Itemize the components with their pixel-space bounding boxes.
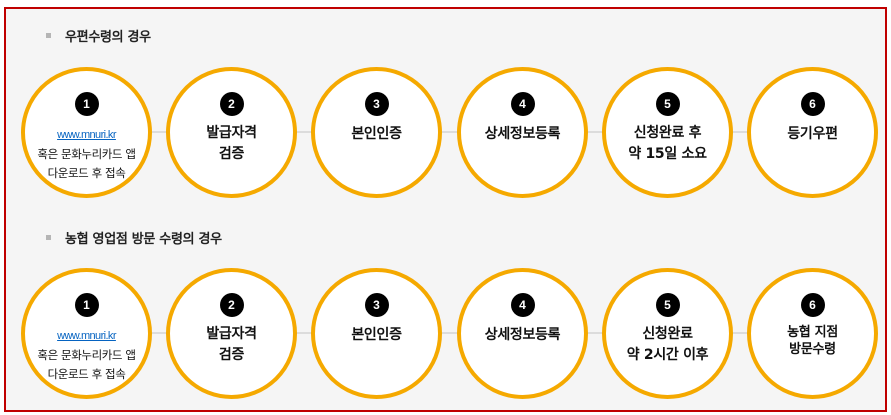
- step-label-line: 신청완료: [642, 326, 693, 342]
- step-5: 5 신청완료 약 2시간 이후: [602, 268, 733, 399]
- section-title-postal: 우편수령의 경우: [46, 26, 151, 45]
- step-label: 발급자격 검증: [160, 123, 303, 165]
- section-title-text: 우편수령의 경우: [65, 30, 151, 45]
- step-label: 상세정보등록: [451, 124, 594, 145]
- mnuri-link[interactable]: www.mnuri.kr: [57, 129, 116, 141]
- step-label-line: 약 15일 소요: [628, 146, 707, 162]
- step-number-badge: 5: [655, 92, 680, 116]
- step-3: 3 본인인증: [311, 67, 442, 198]
- step-label-line: 농협 지점: [787, 325, 838, 340]
- step-label-line: 발급자격: [206, 125, 257, 141]
- step-label: 본인인증: [305, 124, 448, 145]
- section-title-nonghyup: 농협 영업점 방문 수령의 경우: [46, 228, 222, 247]
- step-number-badge: 1: [74, 293, 99, 317]
- step-label: www.mnuri.kr 혹은 문화누리카드 앱 다운로드 후 접속: [13, 126, 160, 183]
- step-number-badge: 6: [800, 293, 825, 317]
- step-3: 3 본인인증: [311, 268, 442, 399]
- step-2: 2 발급자격 검증: [166, 67, 297, 198]
- step-label-line: 등기우편: [787, 126, 838, 142]
- bullet-square-icon: [46, 33, 51, 38]
- step-number-badge: 4: [510, 92, 535, 116]
- step-4: 4 상세정보등록: [457, 67, 588, 198]
- step-number-badge: 1: [74, 92, 99, 116]
- section-title-text: 농협 영업점 방문 수령의 경우: [65, 232, 222, 247]
- step-label-line: 본인인증: [351, 126, 402, 142]
- step-6: 6 농협 지점 방문수령: [747, 268, 878, 399]
- step-label-line: 상세정보등록: [484, 327, 561, 343]
- step-4: 4 상세정보등록: [457, 268, 588, 399]
- step-label-line: 본인인증: [351, 327, 402, 343]
- step-label-line: 약 2시간 이후: [626, 347, 709, 363]
- step-label: 본인인증: [305, 325, 448, 346]
- step-label-line: 발급자격: [206, 326, 257, 342]
- step-label: 발급자격 검증: [160, 324, 303, 366]
- step-number-badge: 3: [364, 293, 389, 317]
- step-label: 등기우편: [741, 124, 884, 145]
- mnuri-link[interactable]: www.mnuri.kr: [57, 330, 116, 342]
- step-label: 농협 지점 방문수령: [741, 324, 884, 358]
- step-label-line: 검증: [218, 347, 245, 363]
- bullet-square-icon: [46, 235, 51, 240]
- step-5: 5 신청완료 후 약 15일 소요: [602, 67, 733, 198]
- step-label-line: 상세정보등록: [484, 126, 561, 142]
- step-label-line: 방문수령: [789, 342, 836, 357]
- step-number-badge: 3: [364, 92, 389, 116]
- step-label: 상세정보등록: [451, 325, 594, 346]
- process-frame: 우편수령의 경우 1 www.mnuri.kr 혹은 문화누리카드 앱 다운로드…: [4, 7, 887, 412]
- step-label-line: 다운로드 후 접속: [47, 166, 126, 180]
- step-1: 1 www.mnuri.kr 혹은 문화누리카드 앱 다운로드 후 접속: [21, 268, 152, 399]
- step-number-badge: 2: [219, 293, 244, 317]
- step-label-line: 혹은 문화누리카드 앱: [37, 348, 136, 362]
- step-label-line: 검증: [218, 146, 245, 162]
- step-label-line: 신청완료 후: [633, 125, 702, 141]
- step-label-line: 다운로드 후 접속: [47, 367, 126, 381]
- step-2: 2 발급자격 검증: [166, 268, 297, 399]
- step-label: www.mnuri.kr 혹은 문화누리카드 앱 다운로드 후 접속: [13, 327, 160, 384]
- connector-line: [87, 131, 817, 133]
- steps-row-postal: 1 www.mnuri.kr 혹은 문화누리카드 앱 다운로드 후 접속 2 발…: [21, 67, 883, 198]
- connector-line: [87, 332, 817, 334]
- steps-row-nonghyup: 1 www.mnuri.kr 혹은 문화누리카드 앱 다운로드 후 접속 2 발…: [21, 268, 883, 399]
- step-label: 신청완료 후 약 15일 소요: [596, 123, 739, 165]
- step-number-badge: 4: [510, 293, 535, 317]
- step-label: 신청완료 약 2시간 이후: [596, 324, 739, 366]
- step-number-badge: 5: [655, 293, 680, 317]
- step-6: 6 등기우편: [747, 67, 878, 198]
- step-label-line: 혹은 문화누리카드 앱: [37, 147, 136, 161]
- step-number-badge: 6: [800, 92, 825, 116]
- step-1: 1 www.mnuri.kr 혹은 문화누리카드 앱 다운로드 후 접속: [21, 67, 152, 198]
- step-number-badge: 2: [219, 92, 244, 116]
